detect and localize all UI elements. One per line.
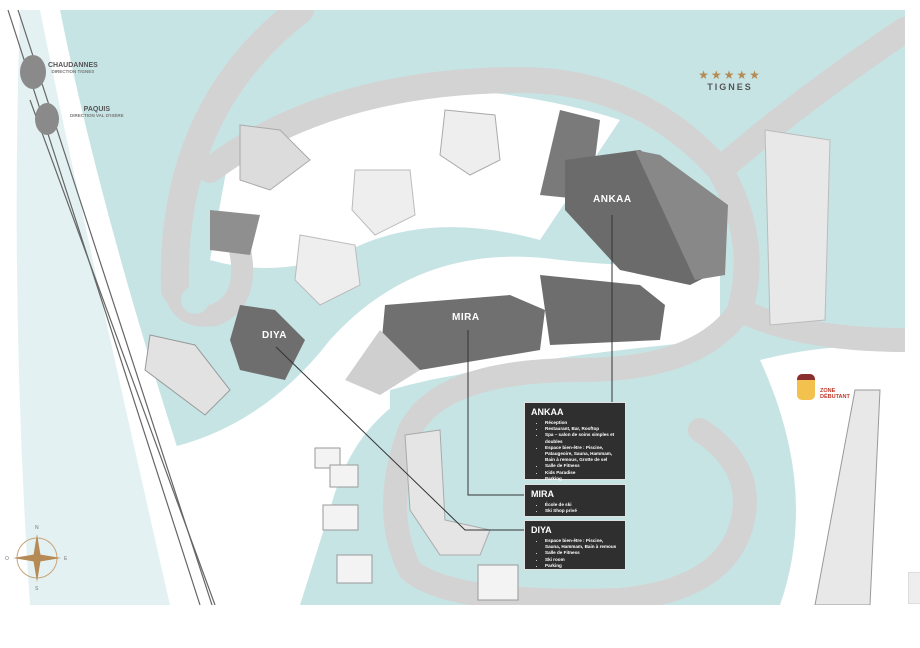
snow-slope-center — [160, 256, 720, 605]
amenity-item: Spa – salon de soins simples et doubles — [545, 432, 619, 444]
compass-e: E — [64, 556, 68, 562]
zone-line2: DÉBUTANT — [820, 394, 850, 401]
amenity-item: Ski room — [545, 557, 619, 563]
amenity-item: Espace bien-être : Piscine, Sauna, Hamma… — [545, 538, 619, 550]
amenity-item: Réception — [545, 420, 619, 426]
building-diya — [230, 305, 305, 380]
amenity-item: Salle de Fitness — [545, 463, 619, 469]
amenity-item: Espace bien-être : Piscine, Pataugeoire,… — [545, 445, 619, 464]
amenity-item: Ski Shop privé — [545, 508, 619, 514]
scrollbar[interactable] — [908, 572, 920, 604]
star-rating-icon: ★★★★★ — [698, 68, 762, 82]
buildings-grey — [144, 109, 831, 601]
amenity-item: École de ski — [545, 502, 619, 508]
compass-n: N — [35, 525, 39, 531]
building-label-diya[interactable]: DIYA — [262, 330, 287, 341]
building-label-ankaa[interactable]: ANKAA — [593, 194, 632, 205]
station-name: CHAUDANNES — [48, 62, 98, 69]
info-box-title: ANKAA — [531, 407, 564, 417]
station-direction: DIRECTION TIGNES — [51, 68, 95, 74]
resort-map[interactable]: CHAUDANNES DIRECTION TIGNES PAQUIS DIREC… — [0, 10, 905, 605]
amenity-item: Restaurant, Bar, Rooftop — [545, 426, 619, 432]
tignes-logo: ★★★★★ TIGNES — [690, 68, 770, 92]
amenity-item: Parking — [545, 563, 619, 569]
building-label-mira[interactable]: MIRA — [452, 312, 480, 323]
station-direction: DIRECTION VAL D'ISÈRE — [70, 112, 124, 118]
amenity-item: Kids Paradise — [545, 470, 619, 476]
station-chaudannes — [20, 55, 46, 89]
station-paquis — [35, 103, 59, 135]
zone-line1: ZONE — [820, 388, 836, 394]
brand-name: TIGNES — [707, 82, 753, 92]
building-mira — [380, 295, 545, 370]
compass-rose — [13, 534, 61, 582]
station-label-chaudannes: CHAUDANNES DIRECTION TIGNES — [48, 62, 98, 75]
info-box-mira: MIRA École de ski Ski Shop privé — [524, 484, 626, 517]
station-name: PAQUIS — [83, 106, 110, 113]
info-box-ankaa: ANKAA Réception Restaurant, Bar, Rooftop… — [524, 402, 626, 482]
info-box-diya: DIYA Espace bien-être : Piscine, Sauna, … — [524, 520, 626, 570]
zone-debutant-label: ZONE DÉBUTANT — [820, 388, 850, 400]
info-box-title: MIRA — [531, 489, 554, 499]
amenity-item: Parking — [545, 476, 619, 482]
zone-debutant-icon — [797, 374, 815, 400]
leader-lines — [275, 215, 613, 531]
compass-s: S — [35, 586, 39, 592]
info-box-title: DIYA — [531, 525, 552, 535]
station-label-paquis: PAQUIS DIRECTION VAL D'ISÈRE — [70, 106, 124, 119]
beginner-lift — [814, 389, 881, 605]
amenity-item: Salle de Fitness — [545, 550, 619, 556]
roads — [160, 10, 905, 605]
map-artwork — [0, 10, 905, 605]
compass-o: O — [5, 556, 9, 562]
